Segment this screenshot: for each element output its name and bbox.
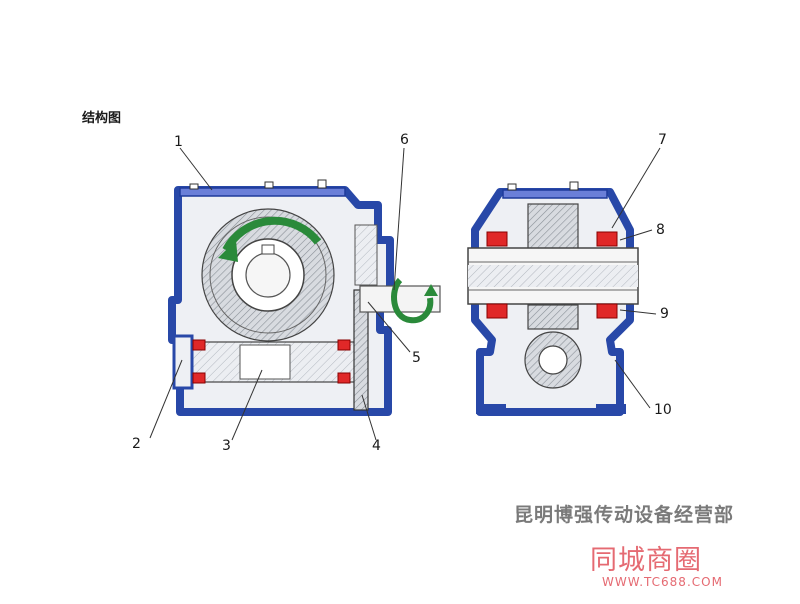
label-10: 10 (654, 402, 672, 418)
label-4: 4 (372, 438, 381, 454)
label-1: 1 (174, 134, 183, 150)
seal (486, 303, 508, 319)
label-6: 6 (400, 132, 409, 148)
leader-9 (619, 309, 657, 315)
bolt (507, 183, 517, 191)
seal (337, 372, 351, 384)
seal (596, 303, 618, 319)
leader-8 (619, 229, 653, 241)
wheel-section (527, 203, 579, 251)
seal (486, 231, 508, 247)
label-3: 3 (222, 438, 231, 454)
keyway (261, 244, 275, 255)
diagram-title: 结构图 (82, 111, 122, 126)
front-view (168, 179, 441, 416)
rotation-arrow (222, 216, 322, 252)
end-cap (172, 334, 194, 390)
watermark-url: WWW.TC688.COM (602, 575, 723, 589)
leader-5 (367, 301, 411, 353)
watermark-logo: 同城商圈 WWW.TC688.COM (582, 538, 742, 594)
foot (476, 404, 506, 414)
watermark-name: 同城商圈 (590, 545, 702, 576)
seal (596, 231, 618, 247)
bolt (189, 183, 199, 190)
leader-6 (393, 147, 405, 291)
lower-wheel-section (527, 304, 579, 330)
seal (337, 339, 351, 351)
top-cover-side (502, 189, 608, 199)
input-rotation-arrow (391, 277, 434, 324)
part-numbers: 1 2 3 4 5 6 7 8 9 10 (132, 132, 672, 454)
side-view (467, 181, 639, 416)
label-5: 5 (412, 350, 421, 366)
leader-lines (149, 147, 661, 441)
leader-4 (361, 394, 377, 441)
bolt (264, 181, 274, 189)
leader-10 (614, 359, 651, 409)
bolt (317, 179, 327, 189)
bolt (569, 181, 579, 191)
label-9: 9 (660, 306, 669, 322)
label-7: 7 (658, 132, 667, 148)
leader-3 (231, 369, 263, 441)
label-2: 2 (132, 436, 141, 452)
seal (192, 372, 206, 384)
leader-2 (149, 359, 183, 439)
side-boss (354, 224, 378, 286)
top-cover (179, 187, 346, 197)
label-8: 8 (656, 222, 665, 238)
seal (192, 339, 206, 351)
leader-1 (179, 147, 213, 191)
leader-7 (611, 147, 661, 229)
company-name: 昆明博强传动设备经营部 (514, 504, 735, 526)
arrow-head (424, 284, 438, 296)
arrow-head (218, 240, 238, 262)
foot (596, 404, 626, 414)
